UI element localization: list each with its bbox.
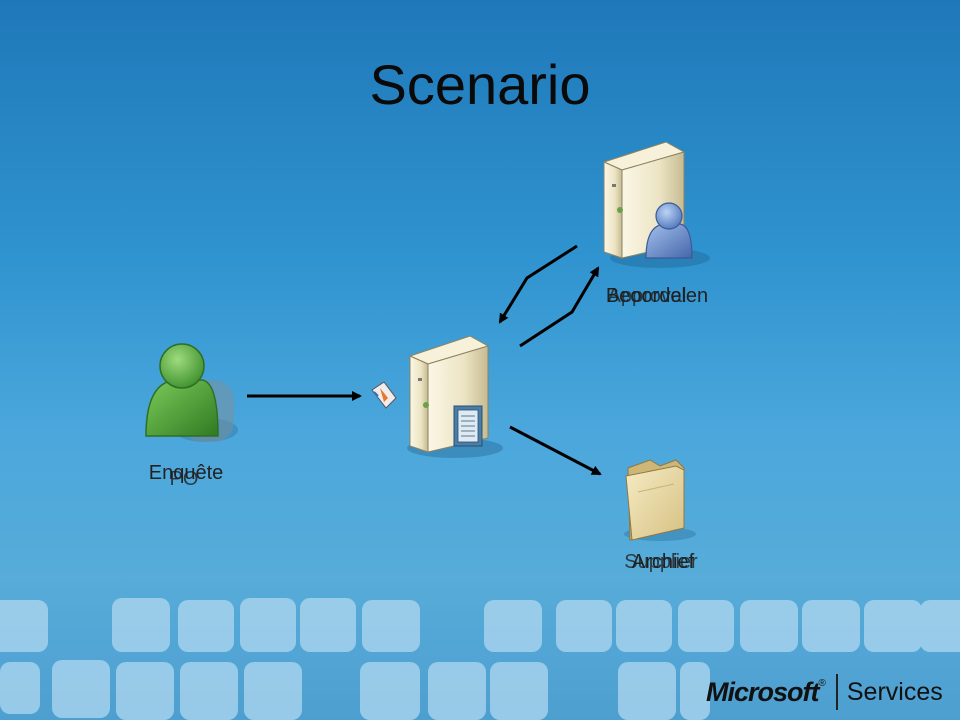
brand-divider bbox=[835, 674, 838, 710]
approver-label: Beoordelen bbox=[605, 285, 709, 307]
brand-mark: ® bbox=[818, 678, 826, 689]
archive-overlay-label: Supplier bbox=[624, 551, 698, 573]
approver-person-icon bbox=[645, 202, 693, 259]
brand-name: Microsoft bbox=[706, 676, 819, 707]
requester-label: Enquête bbox=[148, 462, 224, 484]
arrow-approver-to-server bbox=[498, 244, 578, 324]
approver-overlay-label: Approval bbox=[607, 285, 687, 307]
arrow-server-to-approver bbox=[519, 266, 600, 348]
requester-person-icon bbox=[145, 343, 238, 442]
archive-folder-icon bbox=[624, 459, 696, 541]
requester-overlay-label: PO bbox=[169, 468, 199, 490]
pen-icon bbox=[371, 381, 397, 409]
archive-label: Archief bbox=[631, 551, 695, 573]
arrow-server-to-archive bbox=[509, 425, 602, 476]
central-server-icon bbox=[407, 335, 503, 458]
slide-title: Scenario bbox=[369, 53, 591, 116]
microsoft-services-logo: Microsoft ® Services bbox=[706, 672, 943, 712]
brand-suffix: Services bbox=[846, 677, 943, 706]
